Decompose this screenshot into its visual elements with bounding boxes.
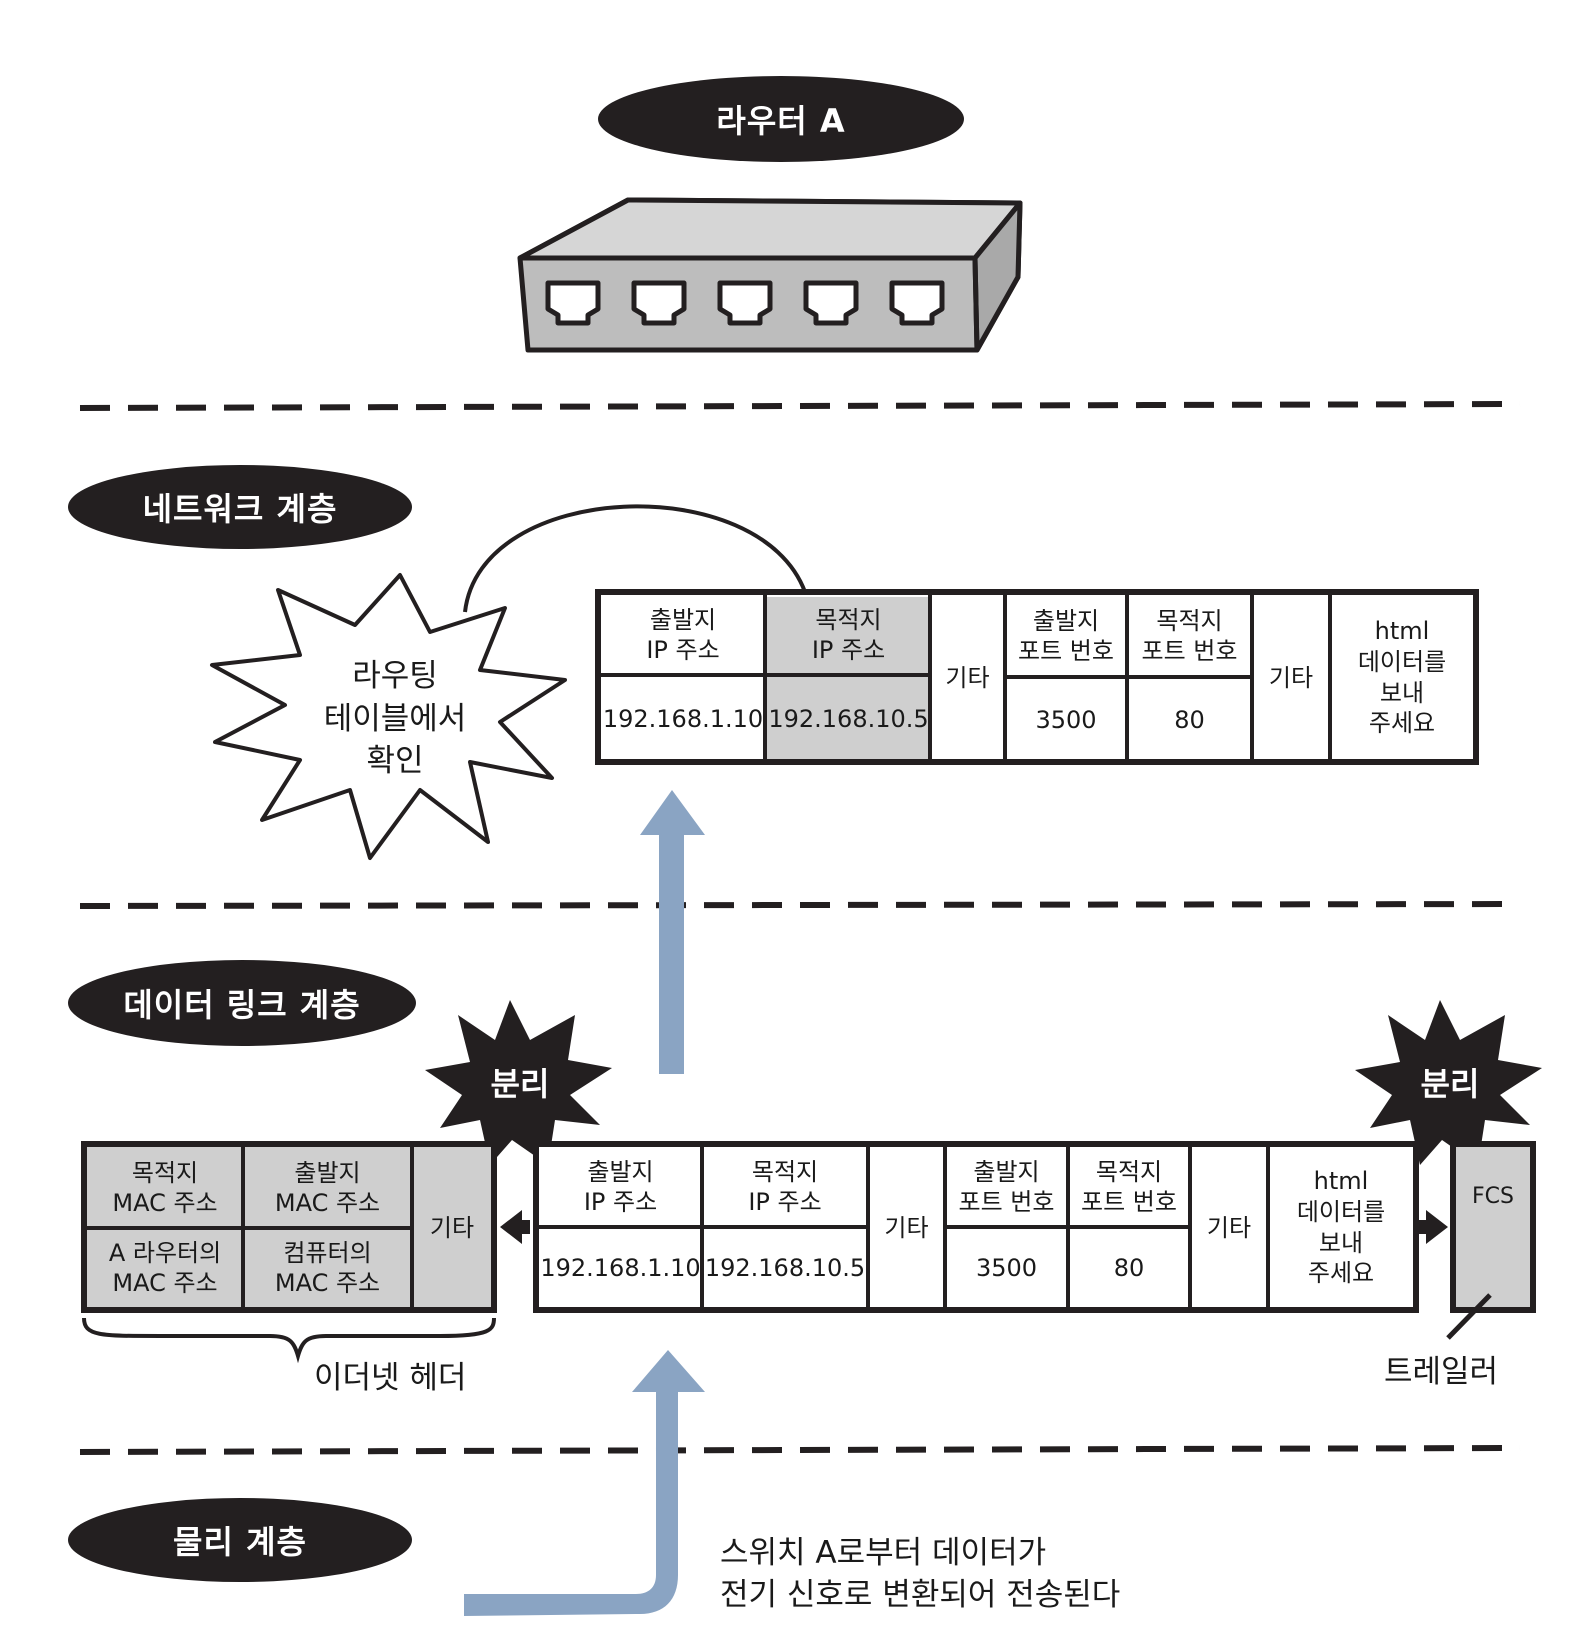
- up-arrow-to-network: [640, 790, 705, 1074]
- fcs-label: FCS: [1472, 1184, 1514, 1210]
- net-dst-ip-value: 192.168.10.5: [768, 704, 929, 733]
- dl-other-2: 기타: [1206, 1213, 1252, 1242]
- physical-transmission-note: 스위치 A로부터 데이터가 전기 신호로 변환되어 전송된다: [720, 1535, 1121, 1613]
- layer-separators: [79, 401, 1521, 1455]
- eth-dst-mac-value: A 라우터의 MAC 주소: [108, 1239, 222, 1297]
- router-title: 라우터 A: [716, 102, 846, 140]
- net-data: html 데이터를 보내 주세요: [1357, 617, 1447, 738]
- up-arrow-from-physical: [464, 1350, 705, 1616]
- ethernet-header-brace: [82, 1317, 496, 1364]
- ethernet-header-label: 이더넷 헤더: [314, 1360, 467, 1396]
- eth-dst-mac-header: 목적지 MAC 주소: [112, 1158, 218, 1217]
- dl-dst-ip-header: 목적지 IP 주소: [748, 1158, 822, 1216]
- net-src-port-header: 출발지 포트 번호: [1018, 607, 1114, 665]
- dl-src-ip-header: 출발지 IP 주소: [583, 1158, 658, 1216]
- net-other-1: 기타: [945, 663, 990, 692]
- right-arrow-icon: [1418, 1210, 1448, 1244]
- network-packet-frame: [595, 589, 1479, 765]
- eth-src-mac-header: 출발지 MAC 주소: [274, 1158, 381, 1217]
- network-layer-pill: 네트워크 계층: [68, 465, 412, 549]
- dl-data: html 데이터를 보내 주세요: [1296, 1167, 1386, 1288]
- net-src-ip-header: 출발지 IP 주소: [646, 606, 720, 664]
- ethernet-header-frame: [81, 1141, 497, 1313]
- router-ports: [545, 280, 945, 326]
- net-other-2: 기타: [1268, 663, 1314, 692]
- dl-dst-port-header: 목적지 포트 번호: [1081, 1158, 1177, 1216]
- routing-table-note: 라우팅 테이블에서 확인: [323, 657, 467, 780]
- trailer-pointer-line: [1446, 1293, 1492, 1340]
- router-device-icon: [517, 197, 1023, 353]
- dl-src-ip-value: 192.168.1.10: [540, 1253, 701, 1282]
- net-dst-port-value: 80: [1174, 705, 1205, 734]
- datalink-packet-frame: [533, 1141, 1419, 1313]
- physical-layer-pill: 물리 계층: [68, 1498, 412, 1582]
- split-right-label: 분리: [1420, 1065, 1480, 1103]
- net-dst-port-header: 목적지 포트 번호: [1141, 607, 1238, 665]
- split-burst-right-shape: [1355, 1000, 1542, 1165]
- net-src-ip-value: 192.168.1.10: [602, 704, 764, 733]
- datalink-layer-label: 데이터 링크 계층: [123, 986, 361, 1024]
- router-title-pill: 라우터 A: [598, 76, 964, 162]
- network-layer-label: 네트워크 계층: [142, 490, 338, 528]
- dl-src-port-value: 3500: [975, 1253, 1038, 1282]
- fcs-frame: [1450, 1141, 1536, 1313]
- split-burst-left-shape: [425, 1000, 612, 1165]
- net-dst-ip-header: 목적지 IP 주소: [811, 606, 886, 664]
- lookup-connector-line: [463, 504, 807, 613]
- trailer-label: 트레일러: [1384, 1354, 1499, 1390]
- routing-burst-shape: [210, 573, 567, 860]
- dl-dst-port-value: 80: [1113, 1253, 1145, 1282]
- dl-dst-ip-value: 192.168.10.5: [704, 1253, 866, 1282]
- net-src-port-value: 3500: [1035, 705, 1097, 734]
- left-arrow-icon: [500, 1210, 530, 1244]
- split-left-label: 분리: [490, 1065, 550, 1103]
- datalink-layer-pill: 데이터 링크 계층: [68, 960, 416, 1046]
- eth-src-mac-value: 컴퓨터의 MAC 주소: [274, 1239, 381, 1297]
- physical-layer-label: 물리 계층: [173, 1523, 307, 1561]
- dl-other-1: 기타: [884, 1213, 929, 1242]
- eth-other: 기타: [429, 1213, 475, 1242]
- dl-src-port-header: 출발지 포트 번호: [958, 1158, 1055, 1216]
